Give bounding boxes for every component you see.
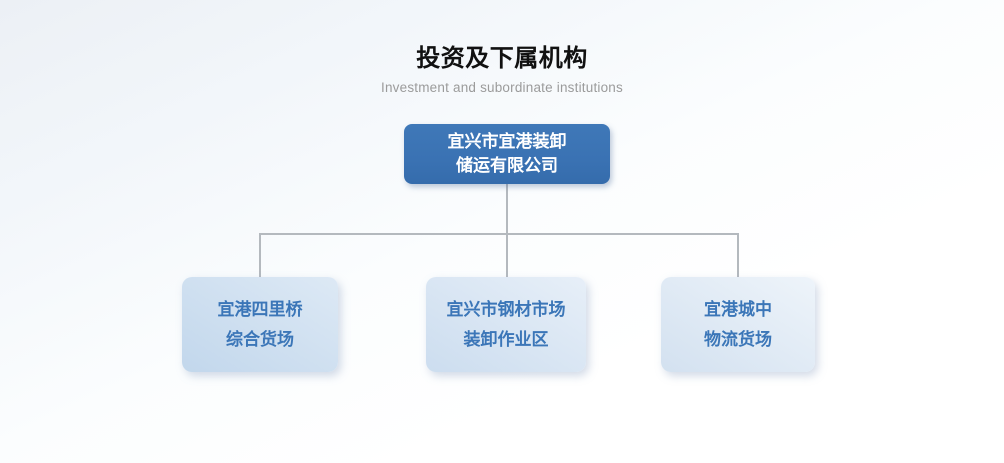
connector-drop-child-3 [737,233,739,277]
org-node-child-2-line-1: 宜兴市钢材市场 [446,299,566,319]
org-node-root-line-2: 储运有限公司 [456,156,558,175]
page-subtitle: Investment and subordinate institutions [381,80,623,95]
org-node-child-2: 宜兴市钢材市场 装卸作业区 [426,277,586,372]
org-node-child-1-line-1: 宜港四里桥 [217,299,303,319]
connector-root-stem [506,184,508,233]
org-node-root: 宜兴市宜港装卸 储运有限公司 [404,124,610,184]
org-node-root-line-1: 宜兴市宜港装卸 [447,132,567,151]
connector-drop-child-1 [259,233,261,277]
org-node-child-2-line-2: 装卸作业区 [463,329,549,349]
connector-horizontal-bar [259,233,739,235]
org-node-child-1-line-2: 综合货场 [226,329,294,349]
connector-drop-child-2 [506,233,508,277]
org-node-child-1: 宜港四里桥 综合货场 [182,277,338,372]
org-node-child-3: 宜港城中 物流货场 [661,277,815,372]
org-node-child-3-line-2: 物流货场 [704,329,772,349]
page-title: 投资及下属机构 [416,45,588,72]
org-node-child-3-line-1: 宜港城中 [704,299,772,319]
